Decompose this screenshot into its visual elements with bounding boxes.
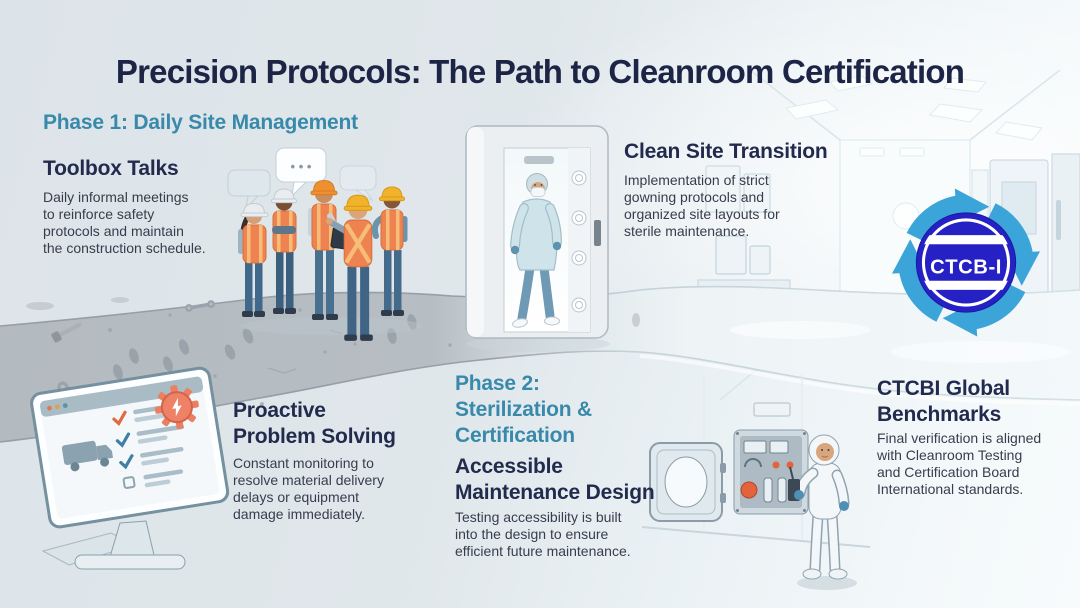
- worker-figure: [371, 186, 408, 316]
- floor-shine: [730, 321, 1070, 363]
- face-mask: [530, 187, 546, 197]
- worker-figure: [325, 194, 373, 341]
- speech-bubble-icon: [339, 165, 377, 202]
- open-hatch-door: [649, 442, 726, 522]
- toolbox-talks-title: Toolbox Talks: [43, 157, 179, 180]
- worker-figure: [238, 202, 269, 317]
- badge-label: CTCB-I: [930, 257, 1002, 279]
- speech-bubble-icon: [227, 169, 271, 210]
- check-icon: [112, 410, 127, 426]
- phase2-heading: Phase 2: Sterilization & Certification: [455, 372, 593, 447]
- monitoring-dashboard-illustration: [30, 366, 230, 570]
- empty-checkbox-icon: [122, 476, 136, 489]
- monitor-base: [74, 554, 186, 570]
- proactive-problem-solving-title: Proactive Problem Solving: [233, 399, 396, 448]
- label-plate: [753, 402, 791, 417]
- proactive-problem-solving-body: Constant monitoring to resolve material …: [233, 455, 384, 522]
- control-panel: [733, 429, 809, 515]
- phase1-heading: Phase 1: Daily Site Management: [43, 111, 358, 134]
- gowning-doorway-illustration: [465, 125, 610, 352]
- checklist: [112, 402, 185, 489]
- hammer-icon: [51, 322, 82, 343]
- wrench-icon: [185, 300, 215, 312]
- speech-bubbles: • • •: [227, 147, 377, 210]
- check-icon: [115, 432, 131, 448]
- ctcbi-global-benchmarks-title: CTCBI Global Benchmarks: [877, 377, 1010, 426]
- hard-hat-icon: [310, 179, 338, 196]
- air-shower-vents: [571, 170, 587, 313]
- door-handle: [594, 220, 601, 246]
- hard-hat-icon: [379, 186, 405, 202]
- worker-figure: [308, 179, 349, 320]
- ceiling-light-panels: [785, 75, 1043, 157]
- technician-figure: [788, 434, 857, 590]
- browser-bar: [40, 376, 204, 417]
- clean-site-transition-body: Implementation of strict gowning protoco…: [624, 172, 780, 239]
- gauge-dial: [744, 458, 762, 468]
- page-title: Precision Protocols: The Path to Cleanro…: [115, 53, 965, 91]
- alert-gear-icon: [154, 385, 199, 430]
- truck-icon: [61, 440, 114, 472]
- door-vent: [524, 156, 554, 164]
- emergency-button: [740, 481, 758, 499]
- glove: [552, 241, 562, 251]
- monitor-stand: [109, 520, 155, 558]
- hard-hat-icon: [271, 188, 297, 204]
- ctcb-i-certification-badge: CTCB-I: [892, 188, 1040, 337]
- speech-bubble-dots-icon: • • •: [275, 147, 327, 198]
- accessible-maintenance-design-title: Accessible Maintenance Design: [455, 455, 655, 504]
- glove: [839, 501, 849, 511]
- lightning-bolt-icon: [172, 397, 182, 417]
- accessible-maintenance-design-body: Testing accessibility is built into the …: [455, 509, 631, 559]
- svg-text:• • •: • • •: [291, 159, 312, 174]
- glove: [510, 245, 520, 255]
- debris-pebbles: [26, 297, 482, 410]
- ctcbi-global-benchmarks-body: Final verification is aligned with Clean…: [877, 430, 1042, 497]
- antenna: [789, 466, 794, 480]
- worker-figure: [271, 188, 297, 314]
- hard-hat-icon: [343, 194, 373, 211]
- gowned-person-figure: [510, 173, 562, 328]
- glove: [794, 490, 804, 500]
- construction-workers-illustration: • • •: [227, 147, 424, 341]
- toolbox-talks-body: Daily informal meetings to reinforce saf…: [43, 189, 206, 256]
- clean-site-transition-title: Clean Site Transition: [624, 140, 828, 163]
- hard-hat-icon: [240, 202, 269, 218]
- check-icon: [119, 454, 134, 470]
- maintenance-panel-illustration: [642, 375, 870, 590]
